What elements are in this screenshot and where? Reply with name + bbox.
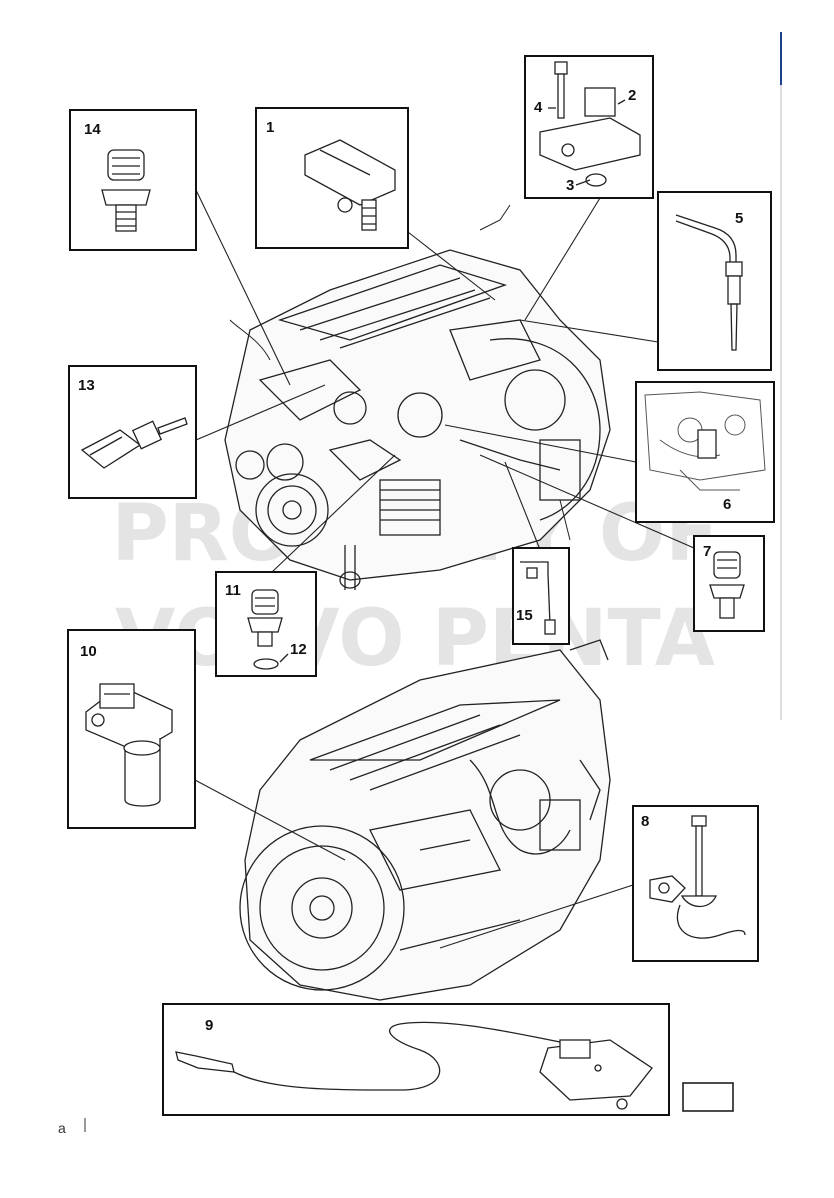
callout-6: 6 [635,381,775,523]
callout-1: 1 [255,107,409,249]
svg-text:5: 5 [735,210,743,227]
svg-text:7: 7 [703,543,711,560]
callout-5: 5 [657,191,772,371]
svg-text:a: a [58,1120,66,1136]
svg-text:6: 6 [723,496,731,513]
blank-box [682,1082,734,1112]
sensor-6-icon [644,391,766,491]
svg-text:2: 2 [628,87,636,104]
callout-15: 15 [512,547,570,645]
sensor-2-icon [539,61,641,187]
sensor-5-icon [675,214,743,351]
page-mark: a [58,1118,86,1136]
sensor-14-icon [101,149,151,232]
svg-text:1: 1 [266,119,274,136]
svg-text:11: 11 [225,582,241,599]
svg-text:14: 14 [84,121,101,138]
callout-8: 8 [632,805,759,962]
callout-13: 13 [68,365,197,499]
sensor-7-icon [709,551,745,619]
callout-11-12: 11 12 [215,571,317,677]
svg-text:4: 4 [534,99,543,116]
svg-text:3: 3 [566,177,574,194]
sensor-8-icon [649,815,746,939]
upper-engine-illustration [224,204,611,590]
lower-engine-illustration [239,639,611,1001]
svg-text:8: 8 [641,813,649,830]
svg-text:13: 13 [78,377,95,394]
callout-7: 7 [693,535,765,632]
callout-14: 14 [69,109,197,251]
sensor-13-icon [80,417,188,469]
svg-text:15: 15 [516,607,533,624]
callout-9: 9 [162,1003,670,1116]
svg-text:10: 10 [80,643,97,660]
sensor-9-icon [175,1021,653,1110]
callout-10: 10 [67,629,196,829]
svg-text:VOLVO PENTA: VOLVO PENTA [115,594,715,684]
leader-lines [194,189,695,949]
sensor-11-icon [247,589,289,670]
sensor-15-icon [520,561,556,635]
svg-text:9: 9 [205,1017,213,1034]
sensor-10-icon [85,683,173,807]
sensor-1-icon [304,139,396,231]
callout-2-3-4: 4 2 3 [524,55,654,199]
svg-text:12: 12 [290,641,307,658]
